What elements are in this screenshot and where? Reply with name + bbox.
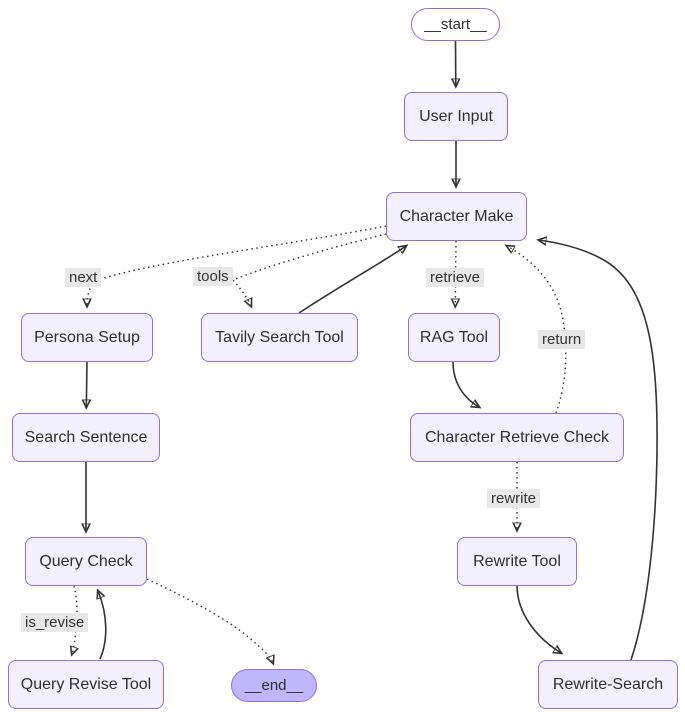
edge-character-make-tavily-search-tool	[231, 233, 387, 306]
node-query-check: Query Check	[25, 537, 147, 586]
edge-character-make-persona-setup	[87, 225, 387, 306]
node-tavily-search-tool: Tavily Search Tool	[201, 313, 358, 362]
node-rewrite-tool-label: Rewrite Tool	[473, 552, 561, 570]
edge-label-is-revise: is_revise	[21, 613, 89, 632]
edge-query-check-end	[146, 578, 273, 663]
node-rewrite-search: Rewrite-Search	[538, 660, 678, 709]
edge-query-revise-tool-query-check	[98, 591, 107, 660]
node-rewrite-search-label: Rewrite-Search	[552, 675, 664, 693]
node-character-make-label: Character Make	[399, 207, 514, 225]
node-start: __start__	[411, 8, 500, 41]
node-search-sentence: Search Sentence	[12, 413, 160, 462]
node-query-check-label: Query Check	[39, 552, 133, 570]
edge-label-rewrite: rewrite	[487, 489, 541, 508]
edge-character-make-rag-tool	[455, 240, 456, 306]
node-start-label: __start__	[424, 16, 487, 33]
edge-persona-setup-search-sentence	[86, 361, 87, 407]
edge-label-retrieve: retrieve	[426, 268, 485, 287]
node-character-make: Character Make	[386, 192, 527, 241]
edge-label-next: next	[65, 268, 102, 287]
node-persona-setup-label: Persona Setup	[34, 328, 140, 346]
node-character-retrieve-check-label: Character Retrieve Check	[424, 428, 610, 446]
edge-rewrite-tool-rewrite-search	[516, 584, 561, 653]
node-end: __end__	[231, 669, 317, 702]
node-rewrite-tool: Rewrite Tool	[457, 537, 577, 586]
node-search-sentence-label: Search Sentence	[24, 428, 148, 446]
node-rag-tool: RAG Tool	[408, 313, 500, 362]
edge-rewrite-search-character-make	[539, 240, 658, 661]
node-user-input-label: User Input	[419, 107, 493, 125]
node-user-input: User Input	[404, 92, 508, 141]
edge-rag-tool-character-retrieve-check	[452, 361, 479, 407]
node-end-label: __end__	[244, 677, 304, 694]
node-query-revise-tool-label: Query Revise Tool	[20, 675, 152, 693]
node-tavily-search-tool-label: Tavily Search Tool	[215, 328, 344, 346]
node-persona-setup: Persona Setup	[21, 313, 153, 362]
node-query-revise-tool: Query Revise Tool	[8, 660, 164, 709]
edge-label-return: return	[538, 330, 586, 349]
node-character-retrieve-check: Character Retrieve Check	[410, 413, 624, 462]
node-rag-tool-label: RAG Tool	[419, 328, 489, 346]
edge-query-check-query-revise-tool	[72, 585, 77, 654]
edge-tavily-search-tool-character-make	[298, 246, 406, 314]
edge-label-tools: tools	[193, 267, 233, 286]
